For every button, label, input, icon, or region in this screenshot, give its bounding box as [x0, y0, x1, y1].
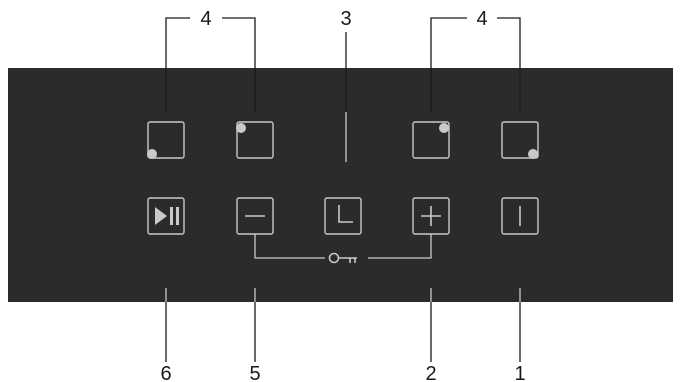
callout-3: 3 [340, 8, 351, 30]
callout-6: 6 [160, 363, 171, 382]
zone-button-bottom-left[interactable] [147, 121, 185, 159]
timer-button[interactable] [324, 197, 362, 235]
zone-indicator-icon [439, 123, 449, 133]
zone-button-top-left[interactable] [236, 121, 274, 159]
callout-4-left: 4 [200, 8, 211, 30]
play-pause-icon [155, 207, 179, 225]
zone-button-bottom-right[interactable] [501, 121, 539, 159]
leader-4-right [430, 17, 521, 112]
zone-indicator-icon [236, 123, 246, 133]
play-pause-button[interactable] [147, 197, 185, 235]
power-button[interactable] [501, 197, 539, 235]
callout-2: 2 [425, 363, 436, 382]
clock-icon [338, 205, 353, 223]
leader-4-left [165, 17, 256, 112]
zone-button-top-right[interactable] [412, 121, 450, 159]
callout-1: 1 [514, 363, 525, 382]
key-icon [328, 252, 357, 264]
zone-indicator-icon [528, 149, 538, 159]
key-lock-bracket [254, 234, 432, 264]
control-panel [8, 68, 673, 302]
callout-5: 5 [249, 363, 260, 382]
plus-icon [421, 206, 441, 226]
zone-indicator-icon [147, 149, 157, 159]
callout-4-right: 4 [476, 8, 487, 30]
